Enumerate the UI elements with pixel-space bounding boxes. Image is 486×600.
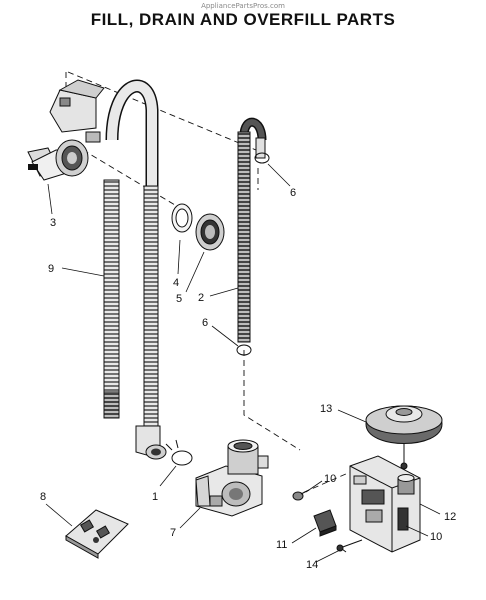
float-part-13 bbox=[365, 405, 443, 470]
diagram-title: FILL, DRAIN AND OVERFILL PARTS bbox=[90, 10, 396, 29]
callout-13: 13 bbox=[320, 403, 332, 415]
switch-part-11 bbox=[313, 509, 337, 537]
callout-9: 9 bbox=[48, 263, 54, 275]
callout-labels: 3 9 4 5 2 6 6 1 7 8 10 11 14 13 12 10 bbox=[40, 187, 456, 571]
nut-part-5 bbox=[195, 213, 225, 251]
wire-clip-part-14 bbox=[336, 539, 363, 553]
callout-5: 5 bbox=[176, 293, 182, 305]
clamp-part-6-lower bbox=[236, 344, 252, 356]
watermark: AppliancePartsPros.com bbox=[201, 2, 285, 10]
callout-14: 14 bbox=[306, 559, 318, 571]
callout-4: 4 bbox=[173, 277, 179, 289]
hose-clamp-part-1 bbox=[165, 439, 193, 466]
callout-6-lower: 6 bbox=[202, 317, 208, 329]
callout-10-screw: 10 bbox=[324, 473, 336, 485]
vent-assembly-part-3 bbox=[27, 79, 105, 181]
clamp-part-6-upper bbox=[254, 152, 270, 164]
callout-6-upper: 6 bbox=[290, 187, 296, 199]
bracket-part-8 bbox=[65, 509, 129, 559]
callout-8: 8 bbox=[40, 491, 46, 503]
callout-11: 11 bbox=[276, 539, 287, 551]
gasket-part-4 bbox=[171, 203, 193, 233]
callout-3: 3 bbox=[50, 217, 56, 229]
callout-2: 2 bbox=[198, 292, 204, 304]
fill-hose-part-2 bbox=[237, 117, 267, 343]
drain-hose-part-9 bbox=[103, 79, 167, 460]
leader-lines bbox=[45, 163, 441, 563]
callout-10-bracket: 10 bbox=[430, 531, 442, 543]
inlet-valve-part-7 bbox=[195, 439, 269, 517]
callout-1: 1 bbox=[152, 491, 158, 503]
float-switch-assembly-part-12 bbox=[349, 455, 421, 553]
callout-12: 12 bbox=[444, 511, 456, 523]
callout-7: 7 bbox=[170, 527, 176, 539]
